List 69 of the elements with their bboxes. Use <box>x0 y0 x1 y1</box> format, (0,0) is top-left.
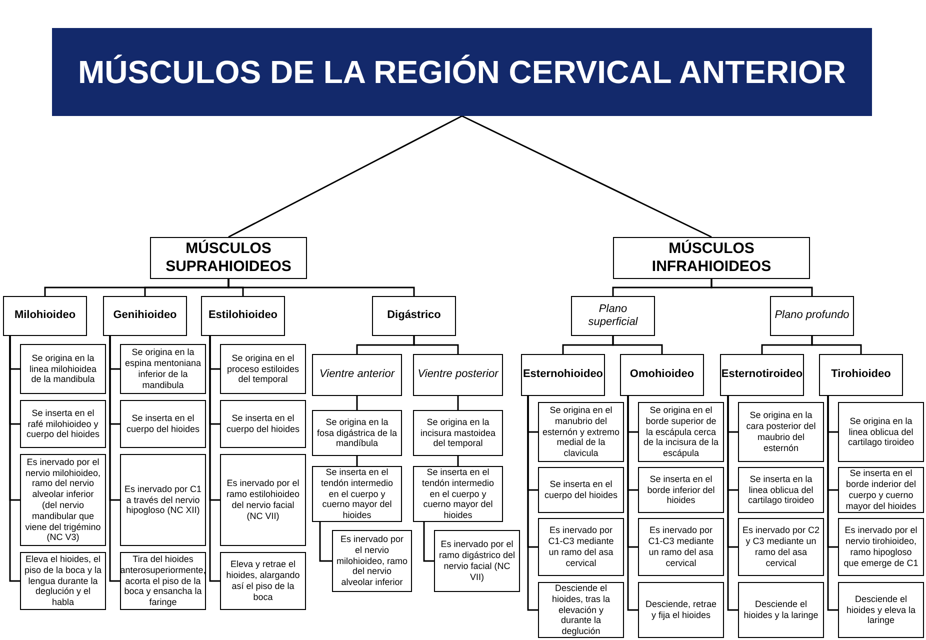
connector-line <box>228 279 415 296</box>
description-box: Se origina en la linea milohioidea de la mandibula <box>20 344 106 394</box>
description-box: Es inervado por C2 y C3 mediante un ramo del asa cervical <box>738 518 824 576</box>
description-box: Se inserta en el borde inferior del hioides <box>638 467 724 513</box>
connector-line <box>228 115 462 238</box>
description-box: Eleva y retrae el hioides, alargando así el piso de la boca <box>220 552 306 610</box>
description-box: Es inervado por C1-C3 mediante un ramo del asa cervical <box>538 518 624 576</box>
description-box: Se inserta en la linea oblicua del cartilago tiroideo <box>738 467 824 513</box>
connector-line <box>9 336 20 582</box>
description-box: Es inervado por el nervio milohioideo, ramo del nervio alveolar inferior (del nervio mandibular que viene del trigémino (NC V3) <box>20 454 106 546</box>
connector-line <box>319 522 332 562</box>
description-box: Se inserta en el cuerpo del hioides <box>220 400 306 448</box>
description-box: Se inserta en el cuerpo del hioides <box>538 467 624 513</box>
description-box: Se origina en el proceso estiloides del temporal <box>220 344 306 394</box>
connector-line <box>457 456 459 466</box>
connector-line <box>612 336 663 354</box>
description-box: Se origina en la espina mentoniana inferior de la mandibula <box>120 344 206 394</box>
connector-line <box>827 396 838 611</box>
description-box: Es inervado por el ramo estilohioideo del nervio facial (NC VII) <box>220 454 306 546</box>
connector-line <box>209 336 220 582</box>
description-box: Es inervado por el ramo digástrico del nervio facial (NC VII) <box>434 530 520 592</box>
description-box: Se inserta en el borde inderior del cuerpo y cuerno mayor del hioides <box>838 467 924 513</box>
description-box: Se inserta en el tendón intermedio en el cuerpo y cuerno mayor del hioides <box>312 466 402 522</box>
description-box: Es inervado por C1 a través del nervio hipogloso (NC XII) <box>120 454 206 546</box>
description-box: Se origina en la fosa digástrica de la mandíbula <box>312 410 402 456</box>
connector-line <box>627 396 638 611</box>
connector-line <box>462 115 712 238</box>
subcategory-box: Plano profundo <box>770 296 854 336</box>
category-box: MÚSCULOS SUPRAHIOIDEOS <box>150 237 307 279</box>
description-box: Se origina en el manubrio del esternón y extremo medial de la clavicula <box>538 402 624 462</box>
subcategory-box: Vientre posterior <box>413 354 503 396</box>
description-box: Desciende, retrae y fija el hioides <box>638 582 724 638</box>
description-box: Se inserta en el rafé milohioideo y cuerpo del hioides <box>20 400 106 448</box>
description-box: Es inervado por el nervio tirohioideo, ramo hipogloso que emerge de C1 <box>838 518 924 576</box>
muscle-box: Esternohioideo <box>521 354 605 396</box>
description-box: Se inserta en el cuerpo del hioides <box>120 400 206 448</box>
connector-line <box>109 336 120 582</box>
muscle-box: Milohioideo <box>3 296 87 336</box>
connector-line <box>527 396 538 611</box>
description-box: Se origina en la incisura mastoidea del temporal <box>413 410 503 456</box>
category-box: MÚSCULOS INFRAHIOIDEOS <box>613 237 810 279</box>
description-box: Desciende el hioides, tras la elevación y durante la deglución <box>538 582 624 638</box>
description-box: Eleva el hioides, el piso de la boca y la lengua durante la deglución y el habla <box>20 552 106 610</box>
description-box: Desciende el hioides y eleva la laringe <box>838 582 924 638</box>
connector-line <box>811 336 862 354</box>
connector-line <box>356 456 358 466</box>
muscle-box: Estilohioideo <box>201 296 285 336</box>
description-box: Desciende el hioides y la laringe <box>738 582 824 638</box>
connector-line <box>710 279 813 296</box>
description-box: Tira del hioides anterosuperiormente, acorta el piso de la boca y ensancha la faringe <box>120 552 206 610</box>
connector-line <box>727 396 738 611</box>
muscle-box: Genihioideo <box>103 296 187 336</box>
connector-line <box>356 396 358 410</box>
muscle-box: Esternotiroideo <box>720 354 804 396</box>
description-box: Se origina en el borde superior de la escápula cerca de la incisura de la escápula <box>638 402 724 462</box>
description-box: Se origina en la cara posterior del maubrio del esternón <box>738 402 824 462</box>
description-box: Se inserta en el tendón intermedio en el cuerpo y cuerno mayor del hioides <box>413 466 503 522</box>
description-box: Se origina en la linea oblicua del cartilago tiroideo <box>838 402 924 462</box>
connector-line <box>423 522 434 562</box>
muscle-box: Tirohioideo <box>819 354 903 396</box>
subcategory-box: Vientre anterior <box>312 354 402 396</box>
connector-line <box>413 336 459 354</box>
muscle-box: Omohioideo <box>620 354 704 396</box>
title-box: MÚSCULOS DE LA REGIÓN CERVICAL ANTERIOR <box>52 28 872 116</box>
description-box: Es inervado por C1-C3 mediante un ramo del asa cervical <box>638 518 724 576</box>
subcategory-box: Plano superficial <box>571 296 655 336</box>
connector-line <box>457 396 459 410</box>
muscle-box: Digástrico <box>372 296 456 336</box>
description-box: Es inervado por el nervio milohioideo, ramo del nervio alveolar inferior <box>332 530 412 592</box>
